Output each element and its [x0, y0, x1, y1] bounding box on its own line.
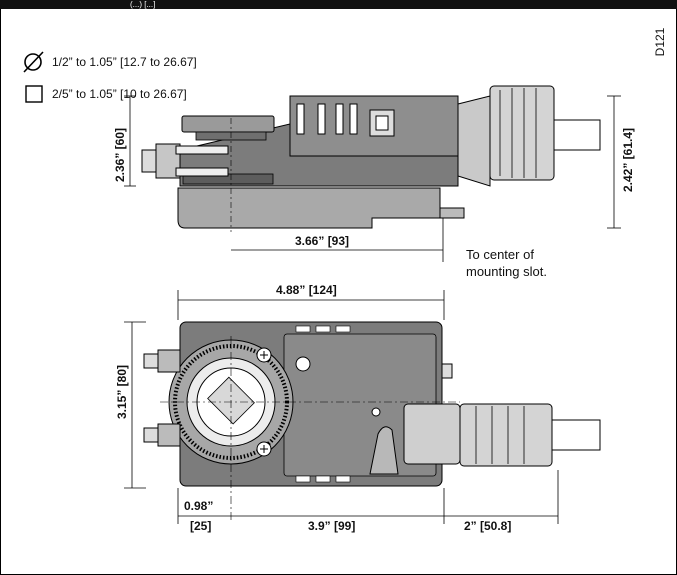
top-cable-gland: [459, 403, 553, 467]
legend-round-shaft: 1/2” to 1.05” [12.7 to 26.67]: [23, 51, 197, 73]
dim-side-length: 3.66” [93]: [231, 218, 444, 262]
override-icon: [295, 356, 311, 372]
legend-square-shaft: 2/5” to 1.05” [10 to 26.67]: [25, 85, 187, 103]
header-title: (...) [...]: [130, 0, 155, 9]
top-view: [143, 321, 601, 520]
legend-square-label: 2/5” to 1.05” [10 to 26.67]: [52, 87, 187, 101]
header-bar: [0, 0, 677, 9]
dim-side-left: 2.36” [60]: [113, 95, 136, 187]
dim-side-left-label: 2.36” [60]: [113, 128, 127, 182]
dim-bottom-a1: 0.98”: [184, 499, 213, 513]
dim-side-right: 2.42” [61.4]: [607, 95, 635, 229]
dim-side-length-label: 3.66” [93]: [295, 234, 349, 248]
dim-top-width-label: 4.88” [124]: [276, 283, 337, 297]
square-shaft-icon: [25, 85, 43, 103]
dim-side-right-label: 2.42” [61.4]: [621, 128, 635, 192]
dim-bottom-b: 3.9” [99]: [308, 519, 355, 533]
dim-top-height-label: 3.15” [80]: [115, 365, 129, 419]
legend-round-label: 1/2” to 1.05” [12.7 to 26.67]: [52, 55, 197, 69]
dim-bottom: 0.98” [25] 3.9” [99] 2” [50.8]: [177, 470, 559, 533]
mounting-note-line2: mounting slot.: [466, 264, 547, 279]
drawing-code: D121: [653, 27, 667, 56]
dim-bottom-c: 2” [50.8]: [464, 519, 511, 533]
top-cable: [551, 419, 601, 451]
dim-top-width: 4.88” [124]: [177, 283, 445, 320]
dim-bottom-a2: [25]: [190, 519, 211, 533]
side-cable: [553, 119, 601, 151]
side-base: [177, 187, 441, 229]
dim-top-height: 3.15” [80]: [115, 321, 146, 489]
side-view: [141, 85, 601, 232]
release-lever: [369, 426, 399, 475]
mounting-note-line1: To center of: [466, 247, 534, 262]
round-shaft-icon: [24, 53, 42, 71]
